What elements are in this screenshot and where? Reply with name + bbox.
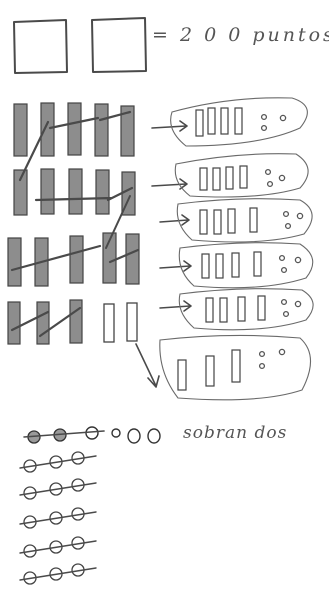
coin-rows	[20, 452, 96, 584]
square-1	[14, 20, 67, 73]
equation-text: = 2 0 0 puntos	[152, 24, 329, 46]
square-2	[92, 18, 146, 72]
remainder-coins	[24, 427, 160, 443]
bar-grid	[8, 103, 139, 344]
grouped-ovals	[136, 98, 313, 400]
remainder-label: sobran dos	[183, 423, 287, 443]
